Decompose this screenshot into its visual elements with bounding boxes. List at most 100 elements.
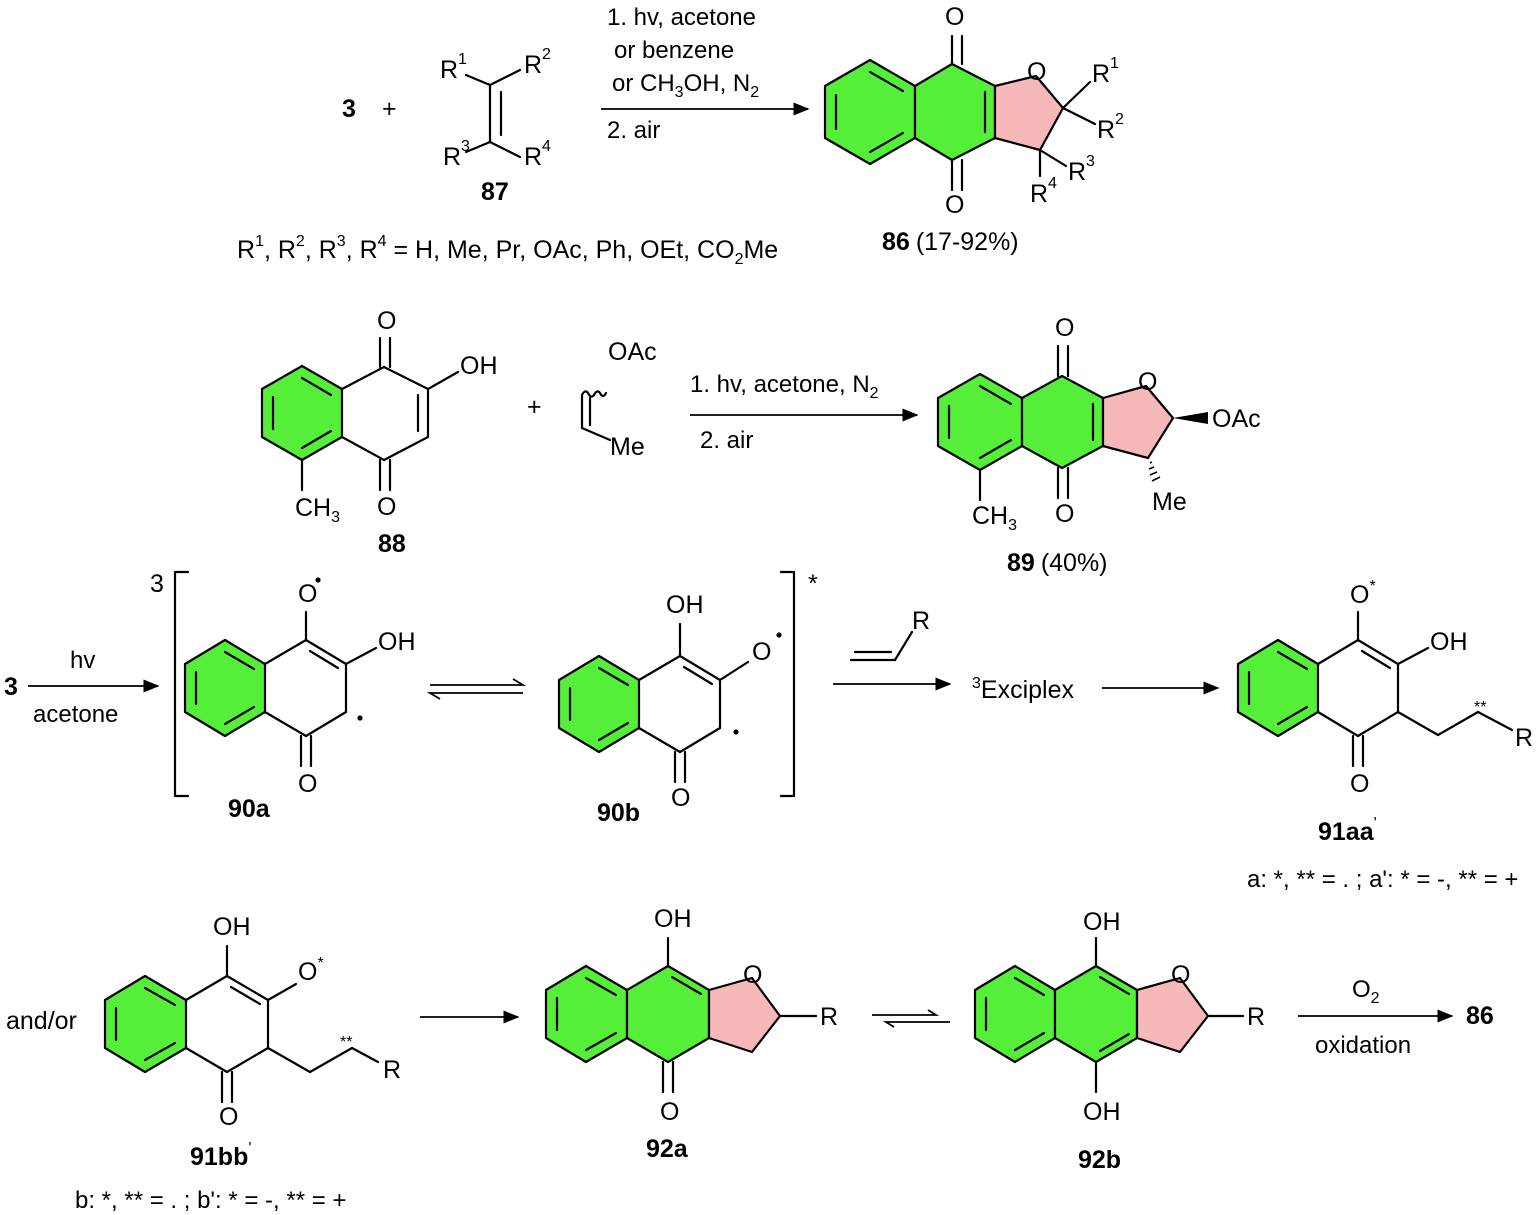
- c90b-o-radical: O: [752, 638, 771, 666]
- compound-91bb-label: 91bb': [190, 1140, 251, 1171]
- compound-90b-label: 90b: [597, 799, 640, 827]
- product86-r2-sup: 2: [1115, 111, 1124, 128]
- product86-o-top: O: [945, 3, 964, 31]
- product-86-structure: O O O R 1 R 2 R 3 R 4: [823, 3, 1124, 219]
- alkene-r-reagent: R: [849, 607, 930, 662]
- product86-o-bottom: O: [945, 191, 964, 219]
- alkene-r1-sup: 1: [458, 51, 467, 68]
- compound-92b-structure: OH O R OH: [973, 908, 1265, 1126]
- and-or-label: and/or: [6, 1007, 77, 1035]
- cond1-line2: or benzene: [614, 37, 734, 64]
- left-bracket: [173, 570, 190, 798]
- c92b-r: R: [1247, 1003, 1265, 1031]
- product86-r3: R: [1068, 158, 1086, 186]
- alkene-87-structure: R 1 R 2 R 3 R 4: [440, 46, 551, 171]
- triplet-superscript: 3: [150, 570, 164, 598]
- c92b-o-ring: O: [1171, 961, 1190, 989]
- compound-92a-structure: OH O R O: [544, 905, 838, 1126]
- compound-91aa-structure: O* OH ** R O: [1236, 578, 1533, 798]
- reactant-3-label: 3: [342, 95, 356, 123]
- compound-87-label: 87: [481, 178, 509, 206]
- c91aa-o-bottom: O: [1350, 770, 1369, 798]
- cond3-top: hv: [70, 647, 95, 674]
- cond2-line1: 1. hv, acetone, N2: [690, 371, 879, 402]
- product86-r4-sup: 4: [1048, 175, 1057, 192]
- substituent-definition: R1, R2, R3, R4 = H, Me, Pr, OAc, Ph, OEt…: [237, 233, 778, 268]
- cond3-bottom: acetone: [33, 701, 118, 728]
- row4-mechanism: and/or OH O* ** R O 91bb' b: [6, 905, 1494, 1214]
- c92a-oh: OH: [654, 905, 692, 933]
- c88-o-top: O: [377, 307, 396, 335]
- cond1-line3: or CH3OH, N2: [612, 70, 759, 101]
- compound-90a-label: 90a: [228, 795, 271, 823]
- cond7-top: O2: [1352, 976, 1380, 1007]
- product86-r2: R: [1097, 116, 1115, 144]
- c92b-oh-top: OH: [1083, 908, 1121, 936]
- c90a-oh: OH: [378, 628, 416, 656]
- compound-88-label: 88: [378, 530, 406, 558]
- c91bb-r: R: [383, 1056, 401, 1084]
- alkene-r3: R: [443, 143, 461, 171]
- c92a-o-bottom: O: [660, 1098, 679, 1126]
- compound-90b-structure: OH O O: [557, 591, 782, 812]
- product86-r4: R: [1030, 180, 1048, 208]
- p89-ch3: CH3: [972, 502, 1017, 534]
- propenyl-oac: OAc: [608, 338, 657, 366]
- c90b-o-bottom: O: [671, 784, 690, 812]
- propenyl-me: Me: [610, 433, 645, 461]
- alkene-r1: R: [440, 56, 458, 84]
- row2-reaction: O OH O CH3 88 + OAc Me 1. hv, acetone, N…: [260, 307, 1261, 577]
- cond2-line2: 2. air: [700, 427, 753, 454]
- plus-sign: +: [382, 95, 397, 123]
- compound-92b-label: 92b: [1078, 1146, 1121, 1174]
- cond1-line1: 1. hv, acetone: [607, 4, 756, 31]
- cond1-line4: 2. air: [607, 117, 660, 144]
- p89-oac: OAc: [1212, 405, 1261, 433]
- alkene-r3-sup: 3: [461, 138, 470, 155]
- compound-91aa-label: 91aa': [1318, 815, 1377, 846]
- plus-sign-2: +: [527, 393, 542, 421]
- c91aa-r: R: [1515, 724, 1533, 752]
- c92a-o-ring: O: [743, 961, 762, 989]
- compound-91bb-structure: OH O* ** R O: [103, 913, 401, 1131]
- product-86-final: 86: [1466, 1002, 1494, 1030]
- equilibrium-arrows-1: [426, 678, 527, 700]
- c88-oh: OH: [460, 352, 498, 380]
- p89-o-top: O: [1055, 314, 1074, 342]
- compound-90a-structure: O OH O: [183, 577, 416, 798]
- note-b: b: *, ** = . ; b': * = -, ** = +: [75, 1187, 346, 1214]
- c92b-oh-bottom: OH: [1083, 1098, 1121, 1126]
- c91bb-o-bottom: O: [219, 1103, 238, 1131]
- alkene-r: R: [912, 607, 930, 635]
- c90a-o-radical: O: [298, 580, 317, 608]
- c88-o-bottom: O: [377, 493, 396, 521]
- c92a-r: R: [820, 1003, 838, 1031]
- equilibrium-arrows-2: [872, 1009, 950, 1028]
- c91bb-o: O*: [298, 955, 324, 986]
- excited-star: *: [808, 570, 818, 598]
- note-a: a: *, ** = . ; a': * = -, ** = +: [1247, 866, 1518, 893]
- alkene-r4-sup: 4: [542, 138, 551, 155]
- product-86-label: 86(17-92%): [882, 228, 1019, 256]
- compound-88-structure: O OH O CH3: [260, 307, 498, 526]
- propenyl-acetate-structure: OAc Me: [580, 338, 657, 461]
- c91bb-double-star: **: [340, 1034, 352, 1051]
- alkene-r4: R: [524, 143, 542, 171]
- product-89-label: 89(40%): [1007, 549, 1108, 577]
- row1-reaction: 3 + R 1 R 2 R 3 R 4 87 1. hv, acetone or…: [237, 3, 1124, 268]
- reactant-3-label-row3: 3: [4, 673, 18, 701]
- c91aa-oh: OH: [1430, 628, 1468, 656]
- product86-o-ring: O: [1027, 58, 1046, 86]
- c91bb-oh: OH: [213, 913, 251, 941]
- alkene-r2-sup: 2: [542, 46, 551, 63]
- product86-r1: R: [1092, 60, 1110, 88]
- c91aa-o: O*: [1350, 578, 1376, 609]
- c90b-oh: OH: [666, 591, 704, 619]
- product86-r3-sup: 3: [1086, 153, 1095, 170]
- product-89-structure: O O OAc Me O CH3: [936, 314, 1261, 534]
- c91aa-double-star: **: [1474, 699, 1486, 716]
- c90a-o-bottom: O: [298, 770, 317, 798]
- alkene-r2: R: [524, 51, 542, 79]
- c88-ch3: CH3: [295, 494, 340, 526]
